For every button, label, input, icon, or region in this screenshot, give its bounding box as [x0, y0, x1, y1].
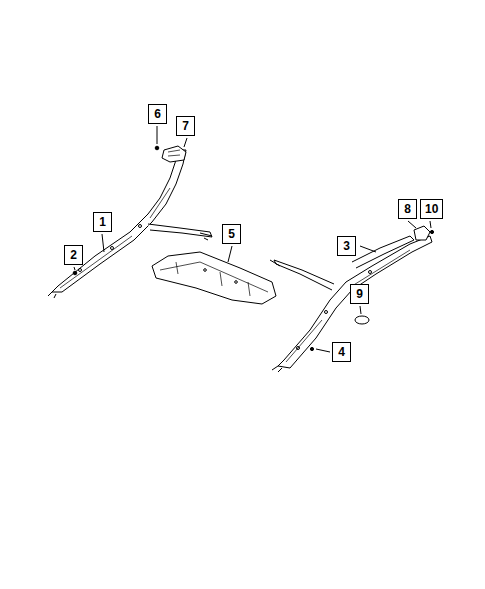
- callout-number: 9: [350, 284, 369, 304]
- callout-number: 1: [93, 212, 112, 232]
- callout-number: 10: [420, 199, 443, 219]
- callout-number: 4: [332, 342, 351, 362]
- callout-number: 6: [148, 104, 167, 124]
- callout-number: 8: [398, 199, 417, 219]
- callout-number: 3: [337, 236, 356, 256]
- callout-number: 7: [176, 116, 195, 136]
- callout-number: 5: [222, 224, 241, 244]
- callout-number: 2: [64, 245, 83, 265]
